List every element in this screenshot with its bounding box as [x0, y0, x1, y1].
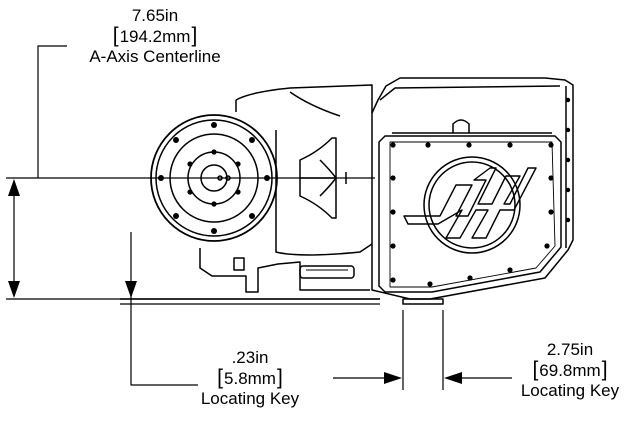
- gearbox-housing: [371, 77, 574, 305]
- centerline-inch: 7.65in: [131, 6, 179, 25]
- key-height-mm: 5.8mm: [175, 368, 325, 389]
- dimension-lines: [6, 45, 512, 390]
- platter-body: [120, 84, 380, 300]
- centerline-mm: 194.2mm: [70, 26, 240, 47]
- key-height-dimension-label: .23in 5.8mm Locating Key: [175, 348, 325, 409]
- key-width-inch: 2.75in: [546, 340, 594, 359]
- faceplate: [150, 114, 278, 242]
- cover-screws: [390, 97, 571, 287]
- key-width-caption: Locating Key: [520, 381, 620, 400]
- key-height-caption: Locating Key: [200, 389, 300, 408]
- key-width-dimension-label: 2.75in 69.8mm Locating Key: [500, 340, 640, 401]
- key-height-inch: .23in: [231, 348, 269, 367]
- haas-logo-icon: [403, 156, 537, 254]
- key-width-mm: 69.8mm: [500, 360, 640, 381]
- centerline-caption: A-Axis Centerline: [89, 47, 221, 66]
- centerline-dimension-label: 7.65in 194.2mm A-Axis Centerline: [70, 6, 240, 67]
